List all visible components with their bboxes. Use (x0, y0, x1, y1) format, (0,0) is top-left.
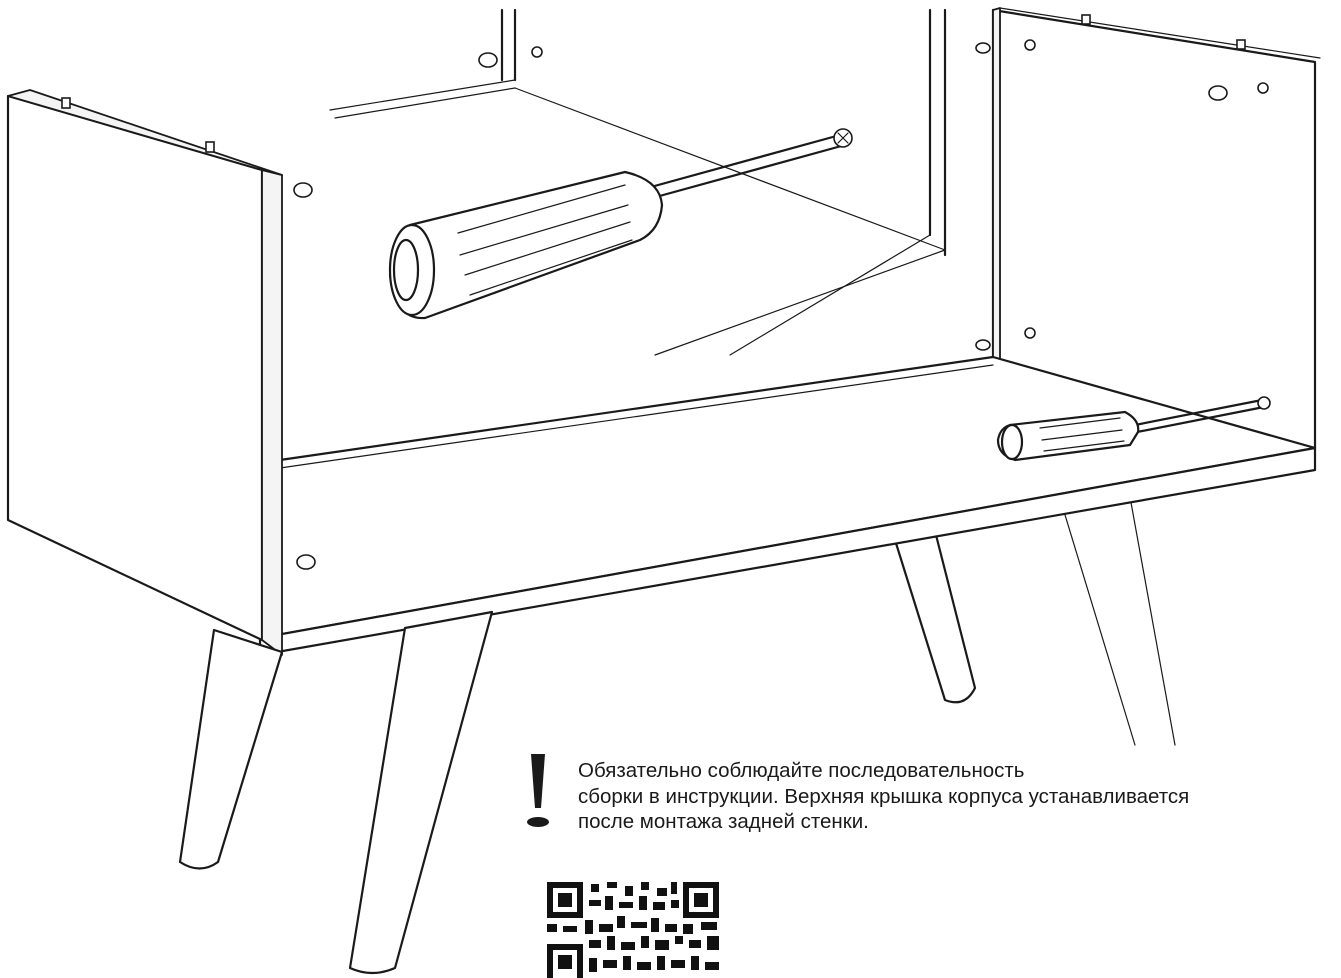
left-side-panel (6, 89, 316, 656)
assembly-notice: Обязательно соблюдайте последовательност… (578, 758, 1318, 835)
back-right-leg (1061, 496, 1176, 746)
screwdriver-icon (996, 396, 1271, 462)
back-left-leg (893, 533, 977, 704)
notice-line-2: сборки в инструкции. Верхняя крышка корп… (578, 784, 1190, 808)
screwdriver-icon (388, 128, 853, 320)
notice-line-1: Обязательно соблюдайте последовательност… (578, 759, 1025, 782)
front-middle-leg (348, 610, 494, 975)
exclamation-icon (527, 754, 549, 827)
front-left-leg (178, 628, 284, 870)
right-side-panel (975, 7, 1321, 450)
qr-code-icon (545, 880, 723, 978)
notice-line-3: после монтажа задней стенки. (578, 810, 869, 833)
rear-side-panel (329, 8, 947, 356)
